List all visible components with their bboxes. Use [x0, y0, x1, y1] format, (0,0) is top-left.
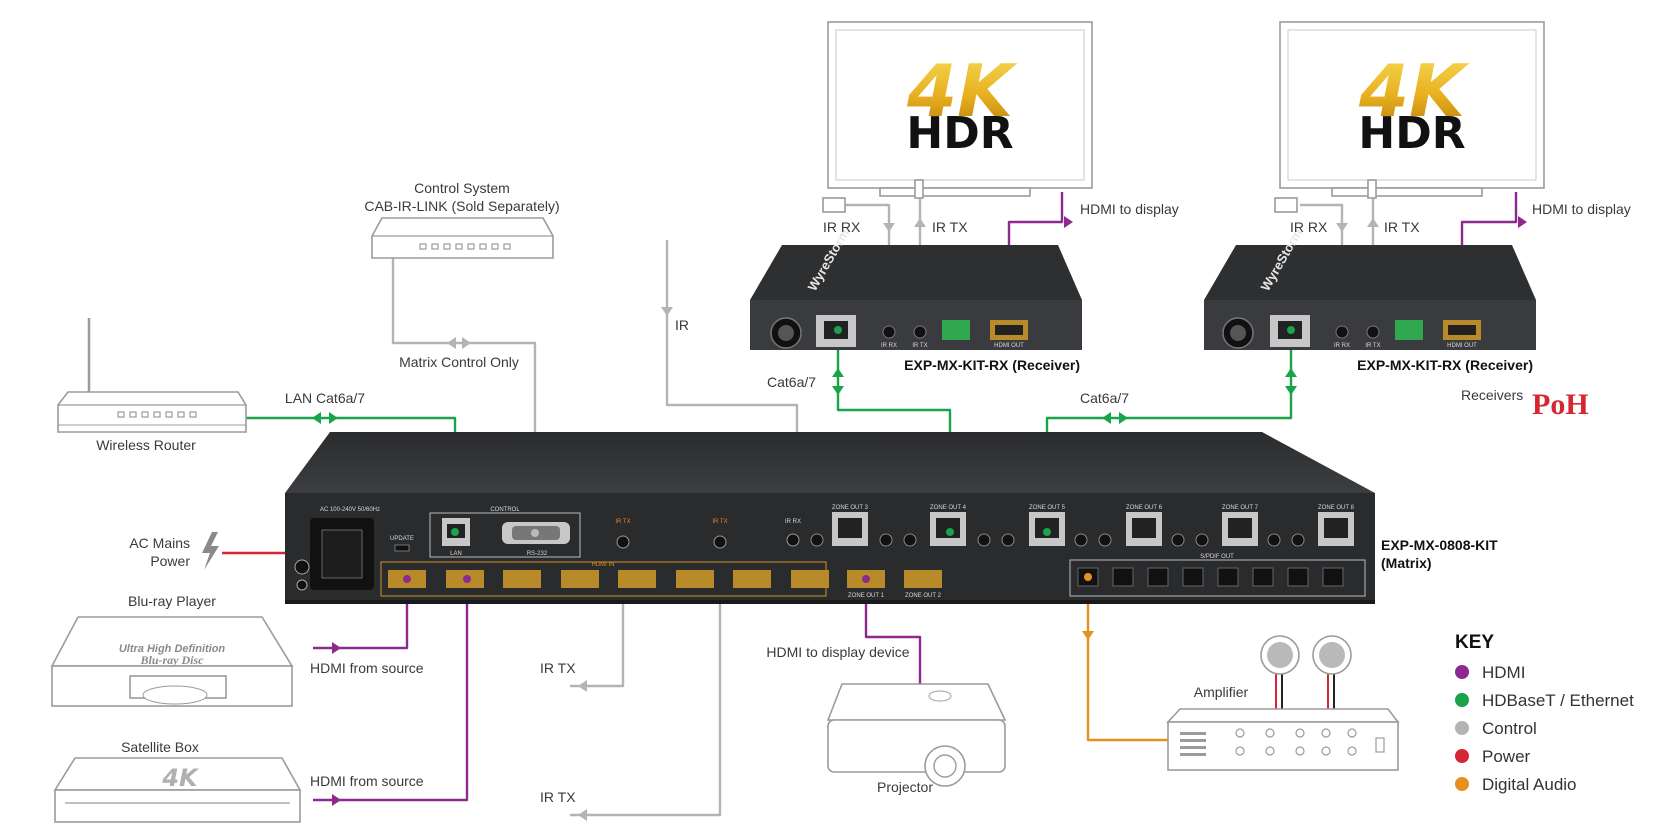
label-receiver-1: EXP-MX-KIT-RX (Receiver) [904, 357, 1080, 373]
key-swatch-4 [1455, 777, 1469, 791]
label-ir-tx-2: IR TX [540, 789, 576, 805]
label-amplifier: Amplifier [1194, 684, 1249, 700]
tv-left: 4K HDR [822, 21, 1093, 213]
matrix-rs232-label: RS-232 [527, 551, 548, 557]
key-label-0: HDMI [1482, 663, 1525, 682]
wireless-router-device [57, 318, 247, 433]
matrix-ir-jacks [810, 533, 1305, 547]
receiver-right-irrx-label: IR RX [1334, 343, 1350, 349]
label-control-system: Control System [414, 180, 510, 196]
matrix-zone3-label: ZONE OUT 3 [832, 505, 869, 511]
label-wireless-router: Wireless Router [96, 437, 196, 453]
receiver-left-irtx-label: IR TX [912, 343, 927, 349]
key-label-3: Power [1482, 747, 1531, 766]
label-hdmi-to-display-left: HDMI to display [1080, 201, 1179, 217]
tv-left-4k-text: 4K [906, 49, 1018, 133]
label-matrix-model: EXP-MX-0808-KIT [1381, 537, 1498, 553]
label-hdmi-from-source-2: HDMI from source [310, 773, 424, 789]
matrix-irtx1-label: IR TX [615, 519, 630, 525]
receiver-left: WyreStorm IR RX IR TX HDMI OUT [750, 226, 1082, 350]
matrix-zone1-label: ZONE OUT 1 [848, 593, 885, 599]
matrix-zone4-label: ZONE OUT 4 [930, 505, 967, 511]
control-wire-irtx-satellite [570, 542, 722, 817]
key-items: HDMI HDBaseT / EthernetControlPowerDigita… [1455, 663, 1634, 794]
label-receiver-2: EXP-MX-KIT-RX (Receiver) [1357, 357, 1533, 373]
receiver-left-irrx-label: IR RX [881, 343, 897, 349]
receiver-left-hdmiout-label: HDMI OUT [994, 343, 1024, 349]
label-ir-tx-1: IR TX [540, 660, 576, 676]
lightning-icon [202, 532, 219, 570]
matrix-zone2-label: ZONE OUT 2 [905, 593, 942, 599]
tv-right: 4K HDR [1274, 21, 1545, 213]
label-power: Power [150, 553, 190, 569]
label-matrix-type: (Matrix) [1381, 555, 1432, 571]
key-swatch-0 [1455, 665, 1469, 679]
tv-right-4k-text: 4K [1358, 49, 1470, 133]
matrix-ac-rating: AC 100-240V 50/60Hz [320, 507, 380, 513]
label-hdmi-from-source-1: HDMI from source [310, 660, 424, 676]
matrix-irtx2-label: IR TX [712, 519, 727, 525]
key-swatch-1 [1455, 693, 1469, 707]
hdmi-wire-zone1-projector [864, 578, 922, 684]
label-cab-ir-link: CAB-IR-LINK (Sold Separately) [364, 198, 559, 214]
matrix-zone8-label: ZONE OUT 8 [1318, 505, 1355, 511]
key-title: KEY [1455, 632, 1494, 653]
key-swatch-3 [1455, 749, 1469, 763]
key-label-1: HDBaseT / Ethernet [1482, 691, 1634, 710]
receiver-right-irtx-label: IR TX [1365, 343, 1380, 349]
matrix-hdmi-in-label: HDMI IN [592, 562, 615, 568]
matrix-control-label: CONTROL [490, 507, 520, 513]
receiver-right: WyreStorm IR RX IR TX HDMI OUT [1204, 226, 1536, 350]
label-ir-rx-left: IR RX [823, 219, 861, 235]
matrix-hdmi-in-ports [388, 570, 829, 588]
bluray-player-device: Ultra High Definition Blu-ray Disc [50, 616, 294, 707]
matrix-spdif-label: S/PDIF OUT [1200, 554, 1234, 560]
matrix-zone7-label: ZONE OUT 7 [1222, 505, 1259, 511]
receiver-right-hdmiout-label: HDMI OUT [1447, 343, 1477, 349]
label-ir-tx-right: IR TX [1384, 219, 1420, 235]
key-label-4: Digital Audio [1482, 775, 1577, 794]
label-ir-tx-left: IR TX [932, 219, 968, 235]
bluray-logo-line2: Blu-ray Disc [140, 653, 205, 667]
bluray-logo-line1: Ultra High Definition [119, 643, 226, 655]
matrix-irrx-label: IR RX [785, 519, 801, 525]
matrix-update-label: UPDATE [390, 536, 414, 542]
label-ac-mains: AC Mains [129, 535, 190, 551]
matrix-spdif-ports [1077, 567, 1344, 587]
diagram-labels: Control System CAB-IR-LINK (Sold Separat… [96, 180, 1631, 805]
label-matrix-control-only: Matrix Control Only [399, 354, 519, 370]
hdmi-wire-satellite-in2 [313, 580, 469, 802]
satellite-logo: 4K [161, 764, 200, 792]
label-ir: IR [675, 317, 689, 333]
matrix-zone5-label: ZONE OUT 5 [1029, 505, 1066, 511]
amplifier-device [1166, 708, 1400, 771]
label-lan-cat: LAN Cat6a/7 [285, 390, 365, 406]
legend-key: KEY HDMI HDBaseT / EthernetControlPowerDi… [1455, 632, 1634, 794]
matrix-zone6-label: ZONE OUT 6 [1126, 505, 1163, 511]
label-projector: Projector [877, 779, 933, 795]
hdmi-wires [313, 192, 1518, 802]
projector-device [826, 683, 1007, 787]
matrix-lan-label: LAN [450, 551, 462, 557]
label-hdmi-to-display-right: HDMI to display [1532, 201, 1631, 217]
control-system-device [371, 217, 554, 259]
poh-logo: PoH [1532, 388, 1589, 421]
speakers-icon [1260, 635, 1352, 712]
label-receivers-poh: Receivers [1461, 387, 1523, 403]
tv-left-hdr-text: HDR [906, 108, 1013, 159]
label-cat-left: Cat6a/7 [767, 374, 816, 390]
label-hdmi-to-display-device: HDMI to display device [766, 644, 909, 660]
label-ir-rx-right: IR RX [1290, 219, 1328, 235]
key-swatch-2 [1455, 721, 1469, 735]
label-bluray-player: Blu-ray Player [128, 593, 216, 609]
label-cat-right: Cat6a/7 [1080, 390, 1129, 406]
satellite-box-device: 4K [53, 757, 302, 823]
tv-right-hdr-text: HDR [1358, 108, 1465, 159]
matrix-unit: AC 100-240V 50/60Hz UPDATE CONTROL LAN R… [285, 432, 1375, 604]
key-label-2: Control [1482, 719, 1537, 738]
label-satellite-box: Satellite Box [121, 739, 199, 755]
arrowheads [312, 216, 1527, 821]
